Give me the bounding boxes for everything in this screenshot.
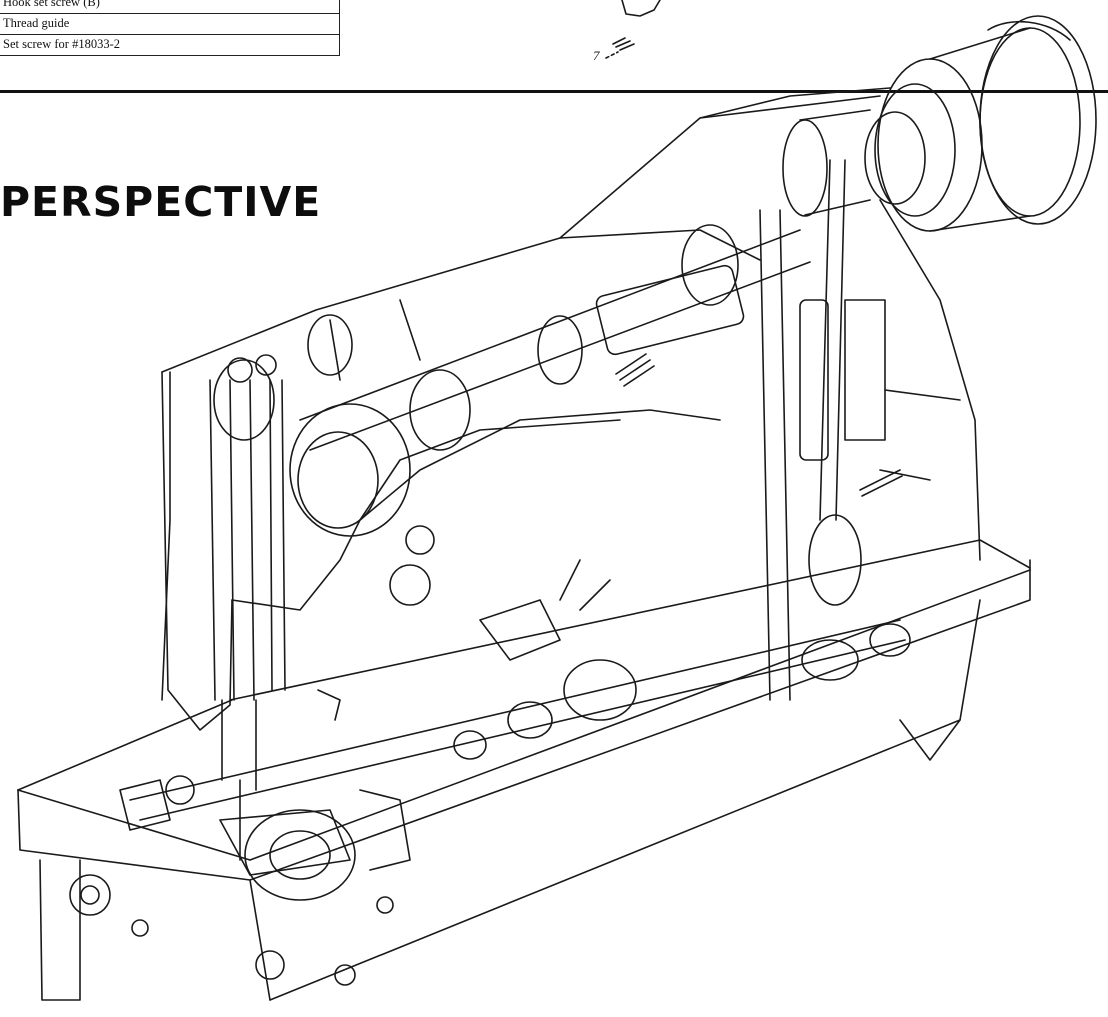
handwheel [782,15,1097,232]
parts-list-table: Hook set screw (B) Thread guide Set scre… [0,0,340,56]
needle-bar-mechanism [209,354,435,861]
page-title: PERSPECTIVE [0,178,322,226]
part-description-cell: Set screw for #18033-2 [0,34,340,56]
exploded-part-fragment [605,0,661,59]
vertical-rods [759,159,961,701]
upper-shaft [299,224,811,451]
table-row: Set screw for #18033-2 [0,34,340,56]
lower-shaft [129,559,911,821]
machine-arm [161,87,981,731]
machine-bed [17,539,1031,1001]
part-callout-number: 7 [593,48,600,63]
section-divider [0,90,1108,93]
hook-assembly [119,775,411,986]
adjustment-screw [615,353,903,497]
